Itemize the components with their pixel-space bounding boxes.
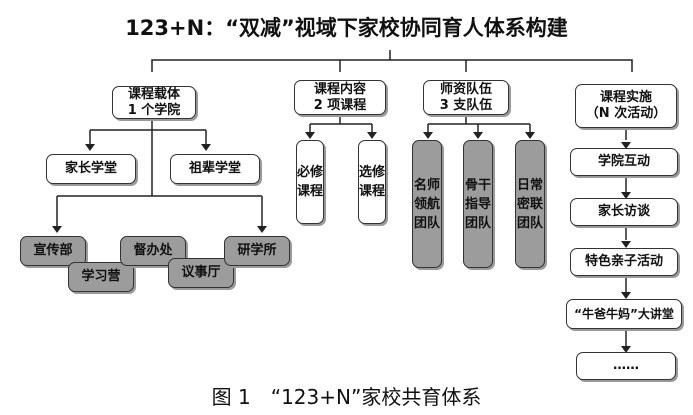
elective-course-box: 选修课程	[358, 140, 386, 224]
team-daily-contact-box: 日常密联团队	[515, 140, 545, 268]
step-parent-interview-box: 家长访谈	[570, 198, 678, 226]
step-parent-child-activity-box: 特色亲子活动	[570, 248, 678, 276]
implementation-head-box: 课程实施 （N 次活动）	[575, 84, 677, 128]
unit-council-box: 议事厅	[168, 258, 234, 288]
grandparent-school-box: 祖辈学堂	[170, 154, 260, 184]
unit-learning-camp-box: 学习营	[68, 262, 134, 292]
team-famous-teachers-box: 名师领航团队	[412, 140, 442, 268]
figure-caption: 图 1 “123+N”家校共育体系	[211, 385, 482, 409]
teachers-head-box: 师资队伍 3 支队伍	[423, 80, 509, 115]
required-course-box: 必修课程	[296, 140, 324, 224]
content-head-box: 课程内容 2 项课程	[294, 80, 386, 115]
unit-publicity-box: 宣传部	[20, 236, 86, 266]
carrier-head-box: 课程载体 1 个学院	[112, 86, 196, 119]
step-lecture-hall-box: “牛爸牛妈”大讲堂	[566, 299, 682, 329]
team-backbone-box: 骨干指导团队	[463, 140, 493, 268]
step-more-box: ……	[576, 352, 676, 380]
unit-study-institute-box: 研学所	[224, 236, 290, 266]
diagram-title: 123+N：“双减”视域下家校协同育人体系构建	[125, 16, 568, 40]
step-college-interaction-box: 学院互动	[570, 148, 678, 176]
parent-school-box: 家长学堂	[46, 154, 136, 184]
